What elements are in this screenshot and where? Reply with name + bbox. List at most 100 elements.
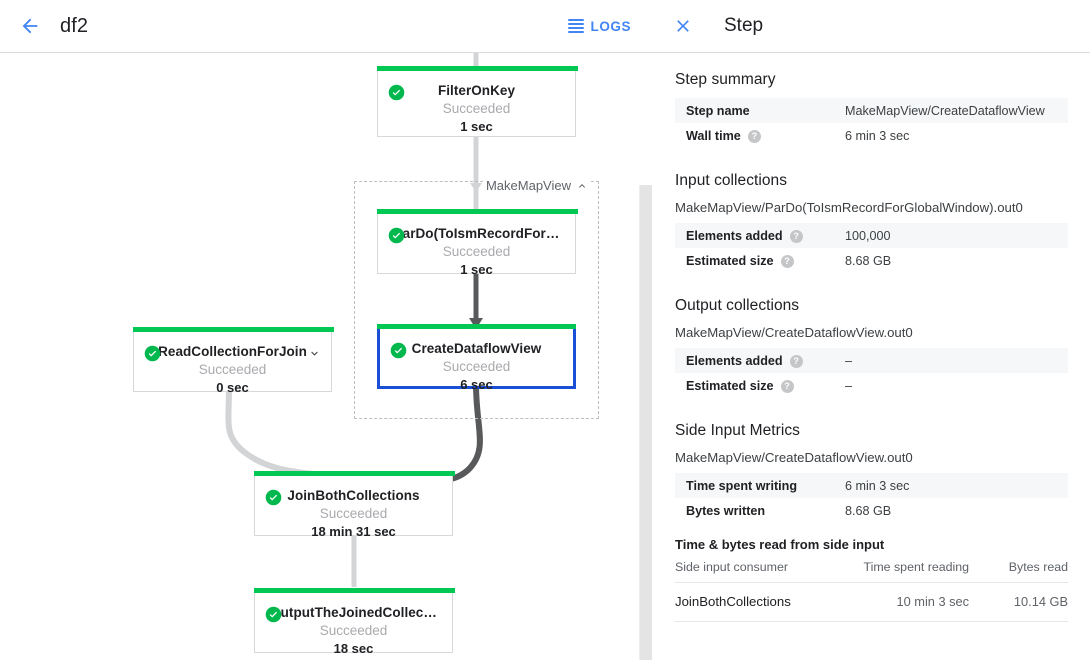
output-collections-table: Elements added? – Estimated size? – xyxy=(675,348,1068,398)
success-check-icon xyxy=(265,606,282,623)
node-title: CreateDataflowView xyxy=(411,341,542,356)
group-label-text: MakeMapView xyxy=(485,178,571,193)
help-icon[interactable]: ? xyxy=(789,229,803,243)
logs-button-label: LOGS xyxy=(590,18,631,34)
section-heading-output-collections: Output collections xyxy=(675,297,800,314)
row-value: 100,000 xyxy=(845,228,891,243)
input-collections-table: Elements added? 100,000 Estimated size? … xyxy=(675,223,1068,273)
help-icon[interactable]: ? xyxy=(780,379,794,393)
row-value: – xyxy=(845,353,853,368)
row-value: – xyxy=(845,378,853,393)
column-header-bytes-read: Bytes read xyxy=(991,557,1068,583)
row-key: Step name xyxy=(675,98,845,123)
back-arrow-icon[interactable] xyxy=(16,12,44,40)
cell-bytes-read: 10.14 GB xyxy=(991,582,1068,622)
logs-icon xyxy=(567,19,584,33)
chevron-down-icon[interactable] xyxy=(308,347,321,360)
node-status: Succeeded xyxy=(319,506,388,521)
node-title: ParDo(ToIsmRecordFor… xyxy=(393,226,560,241)
node-title: FilterOnKey xyxy=(437,83,516,98)
row-key-label: Bytes written xyxy=(686,503,766,518)
graph-node-createdataflowview[interactable]: CreateDataflowView Succeeded 6 sec xyxy=(377,324,576,392)
row-key: Bytes written xyxy=(675,498,845,523)
row-key: Estimated size? xyxy=(675,248,845,273)
row-value: 8.68 GB xyxy=(845,253,892,268)
output-collection-name: MakeMapView/CreateDataflowView.out0 xyxy=(675,325,913,340)
node-status: Succeeded xyxy=(319,623,388,638)
node-status: Succeeded xyxy=(442,359,511,374)
node-time: 18 sec xyxy=(333,641,374,656)
input-collection-name: MakeMapView/ParDo(ToIsmRecordForGlobalWi… xyxy=(675,200,1023,215)
step-summary-table: Step name MakeMapView/CreateDataflowView… xyxy=(675,98,1068,148)
success-check-icon xyxy=(390,342,407,359)
node-status: Succeeded xyxy=(198,362,267,377)
row-key-label: Estimated size xyxy=(686,253,774,268)
success-check-icon xyxy=(388,84,405,101)
help-icon[interactable]: ? xyxy=(780,254,794,268)
table-row: Estimated size? – xyxy=(675,373,1068,398)
group-label[interactable]: MakeMapView xyxy=(483,178,590,193)
section-heading-side-input-metrics: Side Input Metrics xyxy=(675,422,800,439)
graph-node-filteronkey[interactable]: FilterOnKey Succeeded 1 sec xyxy=(377,66,578,137)
graph-vertical-scrollbar[interactable] xyxy=(639,185,652,660)
page-title: df2 xyxy=(60,14,89,37)
top-bar: df2 LOGS xyxy=(0,0,653,53)
row-value: 6 min 3 sec xyxy=(845,478,910,493)
row-key-label: Step name xyxy=(686,103,750,118)
section-heading-input-collections: Input collections xyxy=(675,172,787,189)
node-title: OutputTheJoinedCollec… xyxy=(270,605,437,620)
row-key: Estimated size? xyxy=(675,373,845,398)
table-row[interactable]: JoinBothCollections 10 min 3 sec 10.14 G… xyxy=(675,582,1068,622)
section-heading-step-summary: Step summary xyxy=(675,71,776,88)
table-header-row: Side input consumer Time spent reading B… xyxy=(675,557,1068,583)
row-key: Time spent writing xyxy=(675,473,845,498)
status-accent-bar xyxy=(254,471,455,476)
table-row: Wall time? 6 min 3 sec xyxy=(675,123,1068,148)
table-row: Estimated size? 8.68 GB xyxy=(675,248,1068,273)
side-input-metrics-table: Time spent writing 6 min 3 sec Bytes wri… xyxy=(675,473,1068,523)
graph-node-joinbothcollections[interactable]: JoinBothCollections Succeeded 18 min 31 … xyxy=(254,471,455,539)
node-status: Succeeded xyxy=(442,101,511,116)
node-time: 0 sec xyxy=(216,380,249,395)
table-row: Elements added? – xyxy=(675,348,1068,373)
table-row: Bytes written 8.68 GB xyxy=(675,498,1068,523)
spacer xyxy=(675,152,1068,172)
table-header: Side input consumer Time spent reading B… xyxy=(675,557,1068,583)
status-accent-bar xyxy=(377,66,578,71)
side-input-collection-name: MakeMapView/CreateDataflowView.out0 xyxy=(675,450,913,465)
graph-node-readcollectionforjoin[interactable]: ReadCollectionForJoin Succeeded 0 sec xyxy=(133,327,334,395)
row-key: Wall time? xyxy=(675,123,845,148)
logs-button[interactable]: LOGS xyxy=(562,14,637,39)
table-row: Step name MakeMapView/CreateDataflowView xyxy=(675,98,1068,123)
help-icon[interactable]: ? xyxy=(789,354,803,368)
panel-title: Step xyxy=(724,15,764,36)
step-detail-panel: Step Step summary Step name MakeMapView/… xyxy=(653,0,1090,660)
row-value: MakeMapView/CreateDataflowView xyxy=(845,103,1045,118)
panel-header: Step xyxy=(653,0,1090,53)
close-icon[interactable] xyxy=(670,13,696,39)
row-key-label: Time spent writing xyxy=(686,478,798,493)
panel-body: Step summary Step name MakeMapView/Creat… xyxy=(653,53,1090,622)
graph-node-pardo-toismrecord[interactable]: ParDo(ToIsmRecordFor… Succeeded 1 sec xyxy=(377,209,578,277)
job-graph-canvas[interactable]: MakeMapView FilterOnKey Succeeded 1 sec … xyxy=(0,53,653,660)
node-title: ReadCollectionForJoin xyxy=(158,344,307,359)
node-title: JoinBothCollections xyxy=(287,488,420,503)
chevron-up-icon[interactable] xyxy=(576,180,588,192)
node-time: 1 sec xyxy=(460,262,493,277)
cell-consumer: JoinBothCollections xyxy=(675,582,826,622)
row-key-label: Elements added xyxy=(686,228,783,243)
cell-time-spent-reading: 10 min 3 sec xyxy=(825,582,992,622)
status-accent-bar xyxy=(254,588,455,593)
graph-pane: df2 LOGS xyxy=(0,0,653,660)
spacer xyxy=(675,527,1068,537)
help-icon[interactable]: ? xyxy=(747,129,761,143)
graph-node-outputthejoinedcollection[interactable]: OutputTheJoinedCollec… Succeeded 18 sec xyxy=(254,588,455,656)
node-time: 6 sec xyxy=(460,377,493,392)
success-check-icon xyxy=(144,345,161,362)
table-row: Elements added? 100,000 xyxy=(675,223,1068,248)
row-value: 8.68 GB xyxy=(845,503,892,518)
column-header-consumer: Side input consumer xyxy=(675,557,826,583)
spacer xyxy=(675,277,1068,297)
success-check-icon xyxy=(265,489,282,506)
